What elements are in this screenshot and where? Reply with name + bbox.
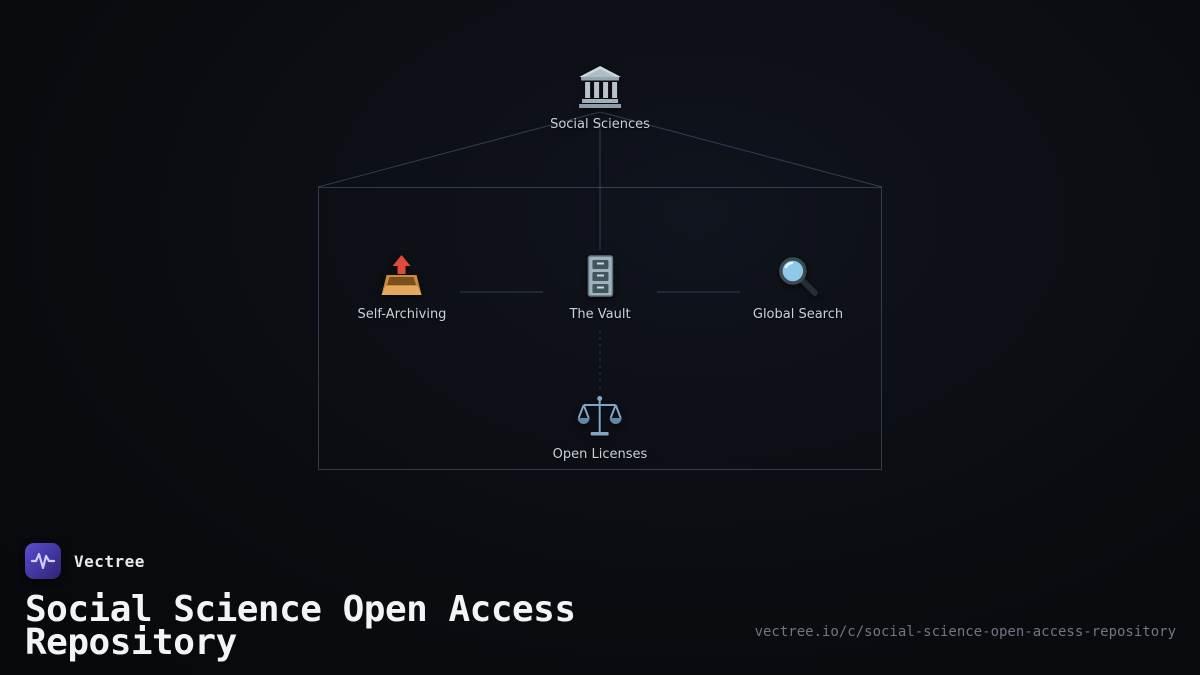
node-label: Self-Archiving (357, 307, 447, 322)
outbox-icon (378, 252, 426, 300)
scales-icon (576, 392, 624, 440)
page-url: vectree.io/c/social-science-open-access-… (754, 624, 1176, 640)
footer: Vectree Social Science Open Access Repos… (25, 543, 665, 663)
brand-name: Vectree (74, 551, 145, 571)
page-title: Social Science Open Access Repository (25, 589, 576, 663)
node-the-vault[interactable]: The Vault (569, 252, 631, 322)
bank-icon (576, 62, 624, 110)
vectree-logo[interactable] (25, 543, 61, 579)
node-label: Open Licenses (552, 447, 648, 462)
node-social-sciences[interactable]: Social Sciences (550, 62, 650, 132)
brand-row: Vectree (25, 543, 665, 579)
file-cabinet-icon (576, 252, 624, 300)
node-label: Social Sciences (550, 117, 650, 132)
node-self-archiving[interactable]: Self-Archiving (357, 252, 447, 322)
node-global-search[interactable]: Global Search (753, 252, 843, 322)
node-label: The Vault (569, 307, 631, 322)
magnifier-icon (774, 252, 822, 300)
group-box (318, 187, 882, 470)
node-open-licenses[interactable]: Open Licenses (552, 392, 648, 462)
node-label: Global Search (752, 307, 844, 322)
